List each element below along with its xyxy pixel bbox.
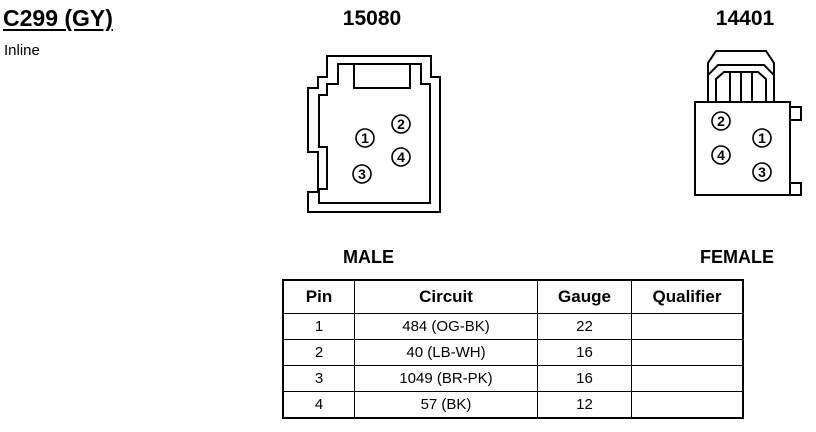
- male-pin-2: 2: [391, 114, 411, 134]
- male-pin-1-label: 1: [361, 130, 369, 146]
- cell-gauge: 22: [537, 313, 632, 340]
- cell-qualifier: [631, 365, 744, 392]
- cell-qualifier: [631, 391, 744, 419]
- female-pin-4: 4: [711, 145, 731, 165]
- male-pin-3-label: 3: [358, 166, 366, 182]
- connector-location: Inline: [4, 42, 40, 59]
- cell-circuit: 1049 (BR-PK): [354, 365, 538, 392]
- header-qualifier: Qualifier: [631, 279, 744, 314]
- female-pin-4-label: 4: [717, 147, 725, 163]
- table-row: 4 57 (BK) 12: [282, 391, 744, 419]
- header-gauge: Gauge: [537, 279, 632, 314]
- female-pin-1: 1: [752, 128, 772, 148]
- table-row: 2 40 (LB-WH) 16: [282, 339, 744, 366]
- header-circuit: Circuit: [354, 279, 538, 314]
- male-pin-1: 1: [355, 128, 375, 148]
- cell-circuit: 484 (OG-BK): [354, 313, 538, 340]
- female-pin-1-label: 1: [758, 130, 766, 146]
- female-connector-diagram: 1 2 3 4: [694, 50, 802, 196]
- cell-pin: 1: [282, 313, 355, 340]
- cell-gauge: 12: [537, 391, 632, 419]
- header-pin: Pin: [282, 279, 355, 314]
- cell-circuit: 40 (LB-WH): [354, 339, 538, 366]
- female-label: FEMALE: [700, 247, 774, 267]
- connector-title: C299 (GY): [3, 5, 113, 31]
- pinout-table: Pin Circuit Gauge Qualifier 1 484 (OG-BK…: [282, 279, 744, 419]
- cell-pin: 3: [282, 365, 355, 392]
- cell-gauge: 16: [537, 339, 632, 366]
- female-pin-3-label: 3: [758, 164, 766, 180]
- male-connector-housing: [307, 55, 441, 213]
- cell-qualifier: [631, 339, 744, 366]
- table-row: 3 1049 (BR-PK) 16: [282, 365, 744, 392]
- cell-circuit: 57 (BK): [354, 391, 538, 419]
- male-pin-4-label: 4: [397, 149, 405, 165]
- male-connector-diagram: 1 2 3 4: [307, 55, 441, 213]
- male-pin-3: 3: [352, 164, 372, 184]
- cell-gauge: 16: [537, 365, 632, 392]
- female-pin-2-label: 2: [717, 113, 725, 129]
- female-pin-3: 3: [752, 162, 772, 182]
- pinout-header-row: Pin Circuit Gauge Qualifier: [282, 279, 744, 314]
- female-part-number: 14401: [715, 7, 775, 30]
- male-pin-4: 4: [391, 147, 411, 167]
- male-label: MALE: [343, 247, 394, 267]
- female-connector-housing: [694, 50, 802, 196]
- cell-pin: 4: [282, 391, 355, 419]
- cell-qualifier: [631, 313, 744, 340]
- male-part-number: 15080: [342, 7, 402, 30]
- female-pin-2: 2: [711, 111, 731, 131]
- table-row: 1 484 (OG-BK) 22: [282, 313, 744, 340]
- male-pin-2-label: 2: [397, 116, 405, 132]
- cell-pin: 2: [282, 339, 355, 366]
